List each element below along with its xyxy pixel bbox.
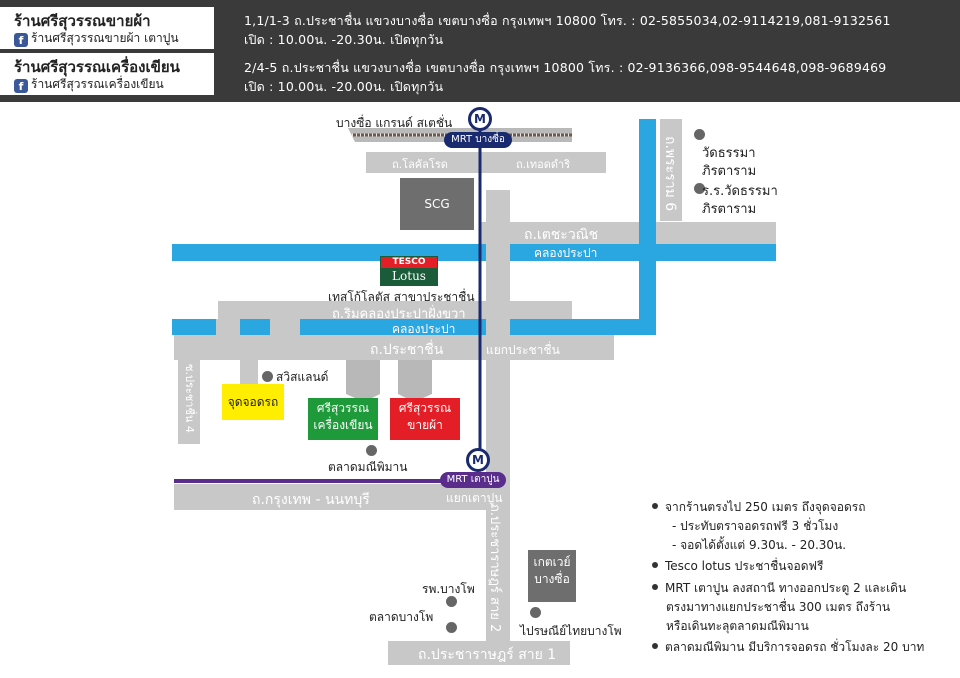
bullet-icon [652, 503, 658, 509]
mrt-icon: M [468, 107, 492, 131]
hospital-label: รพ.บางโพ [422, 582, 475, 596]
scg-building: SCG [400, 178, 474, 230]
location-dot [694, 129, 705, 140]
location-dot [366, 445, 377, 456]
road-label-pracharat1: ถ.ประชาราษฎร์ สาย 1 [418, 647, 557, 663]
store-buildings [346, 360, 432, 402]
tesco-logo-top: TESCO [381, 257, 437, 268]
bullet-icon [652, 584, 658, 590]
parking-spot: จุดจอดรถ [222, 384, 284, 420]
road-label-pracharat2: ถ.ประชาราษฎร์ สาย 2 [487, 504, 502, 633]
road-soi-parking [240, 360, 258, 384]
store-stationery: ศรีสุวรรณ เครื่องเขียน [308, 398, 378, 440]
canal-vertical [639, 119, 656, 335]
note-item: จากร้านตรงไป 250 เมตร ถึงจุดจอดรถ [652, 498, 865, 517]
road-label-local-road: ถ.โลคัลโรด [392, 158, 448, 171]
bangsue-grand-station-label: บางซื่อ แกรนด์ สเตชั่น [336, 116, 453, 130]
store-stationery-line2: เครื่องเขียน [313, 418, 373, 432]
road-prachachuen [174, 334, 614, 360]
store-fabric: ศรีสุวรรณ ขายผ้า [390, 398, 460, 440]
canal-bridges [216, 244, 510, 335]
location-dot [530, 607, 541, 618]
road-label-tesawanich: ถ.เตชะวณิช [524, 227, 599, 243]
wat-label-1: วัดธรรมา [702, 146, 756, 161]
location-dot [446, 596, 457, 607]
note-continuation: หรือเดินทะลุตลาดมณีพิมาน [666, 619, 809, 633]
wat-label-2: ภิรตาราม [702, 164, 757, 179]
shop-fabric-name: ร้านศรีสุวรรณขายผ้า [14, 12, 151, 30]
market-bangpho-label: ตลาดบางโพ [369, 610, 434, 624]
gateway-line1: เกตเวย์ [533, 555, 571, 569]
road-label-techdamri: ถ.เทอดดำริ [516, 158, 571, 171]
post-office-label: ไปรษณีย์ไทยบางโพ [520, 624, 622, 638]
canal-label: คลองประปา [534, 246, 598, 260]
shop-stationery-address: 2/4-5 ถ.ประชาชื่น แขวงบางซื่อ เขตบางซื่อ… [244, 60, 887, 75]
mrt-bangsue-label: MRT บางซื่อ [444, 132, 512, 148]
shop-fabric-facebook-label: ร้านศรีสุวรรณขายผ้า เตาปูน [31, 31, 179, 45]
road-local-road [366, 152, 606, 173]
road-label-prachachuen: ถ.ประชาชื่น [370, 342, 444, 358]
road-krungthep-nonthaburi [174, 484, 486, 510]
shop-stationery-facebook-label: ร้านศรีสุวรรณเครื่องเขียน [31, 77, 164, 91]
school-label-2: ภิรตาราม [702, 202, 757, 217]
store-fabric-line2: ขายผ้า [407, 418, 443, 432]
tesco-logo-bottom: Lotus [381, 268, 437, 285]
tesco-logo: TESCO Lotus [380, 256, 438, 286]
note-item: ตลาดมณีพิมาน มีบริการจอดรถ ชั่วโมงละ 20 … [652, 638, 924, 657]
road-label-rama6: ถ.พระราม 6 [662, 136, 678, 212]
note-subitem: - ประทับตราจอดรถฟรี 3 ชั่วโมง [672, 519, 839, 533]
roads [174, 119, 776, 665]
road-rimkhlong [218, 301, 572, 322]
tesco-branch-label: เทสโก้โลตัส สาขาประชาชื่น [328, 290, 475, 304]
note-item: MRT เตาปูน ลงสถานี ทางออกประตู 2 และเดิน [652, 579, 906, 598]
mrt-taopoon-label: MRT เตาปูน [440, 472, 506, 488]
road-pracharat2 [486, 190, 510, 660]
road-soi-prachachuen4 [178, 360, 200, 444]
road-label-taopoon-intersection: แยกเตาปูน [446, 491, 503, 505]
facebook-icon: f [14, 33, 28, 47]
road-label-rimkhlong: ถ.ริมคลองประปาฝั่งขวา [332, 307, 466, 322]
bullet-icon [652, 562, 658, 568]
shop-stationery-hours: เปิด : 10.00น. -20.00น. เปิดทุกวัน [244, 79, 444, 94]
school-label-1: ร.ร.วัดธรรมา [702, 184, 778, 199]
road-rama6 [660, 119, 682, 221]
location-dot [262, 371, 273, 382]
road-label-prachachuen4: ซ.ประชาชื่น 4 [183, 364, 196, 433]
map-shapes [172, 119, 776, 665]
shop-stationery-name: ร้านศรีสุวรรณเครื่องเขียน [14, 58, 180, 76]
note-continuation: ตรงมาทางแยกประชาชื่น 300 เมตร ถึงร้าน [666, 600, 891, 614]
location-dot [446, 622, 457, 633]
gateway-bangsue: เกตเวย์ บางซื่อ [528, 550, 576, 602]
bullet-icon [652, 643, 658, 649]
location-map: บางซื่อ แกรนด์ สเตชั่น M MRT บางซื่อ M M… [0, 102, 960, 678]
canal-main [172, 244, 776, 261]
gateway-line2: บางซื่อ [534, 572, 570, 586]
mrt-icon: M [466, 448, 490, 472]
location-dot [694, 183, 705, 194]
road-label-krungthep-nonthaburi: ถ.กรุงเทพ - นนทบุรี [252, 492, 370, 508]
store-fabric-line1: ศรีสุวรรณ [398, 401, 452, 415]
shop-fabric-address: 1,1/1-3 ถ.ประชาชื่น แขวงบางซื่อ เขตบางซื… [244, 13, 891, 28]
road-pracharat1 [388, 641, 570, 665]
note-subitem: - จอดได้ตั้งแต่ 9.30น. - 20.30น. [672, 538, 847, 552]
shop-fabric-hours: เปิด : 10.00น. -20.30น. เปิดทุกวัน [244, 32, 444, 47]
swissland-label: สวิสแลนด์ [276, 370, 329, 384]
facebook-icon: f [14, 79, 28, 93]
road-label-prachachuen-intersection: แยกประชาชื่น [486, 343, 560, 357]
store-stationery-line1: ศรีสุวรรณ [316, 401, 370, 415]
note-item: Tesco lotus ประชาชื่นจอดฟรี [652, 557, 823, 576]
market-manee-label: ตลาดมณีพิมาน [328, 460, 408, 474]
road-tesawanich [480, 222, 776, 244]
canal-label-2: คลองประปา [392, 322, 456, 336]
